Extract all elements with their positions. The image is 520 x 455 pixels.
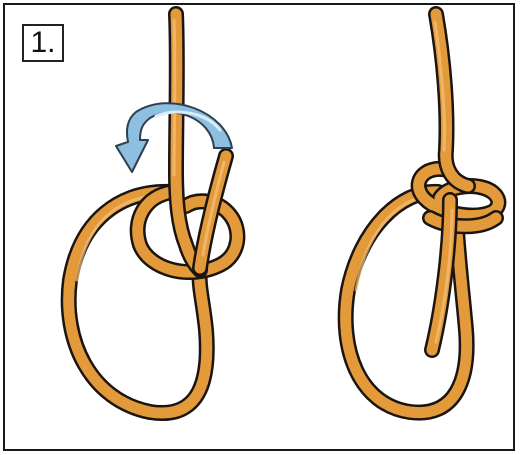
left-knot-diagram <box>69 14 238 413</box>
right-rope-standing-part <box>435 14 468 186</box>
left-rope-standing-part <box>174 14 200 270</box>
right-knot-diagram <box>346 14 499 413</box>
